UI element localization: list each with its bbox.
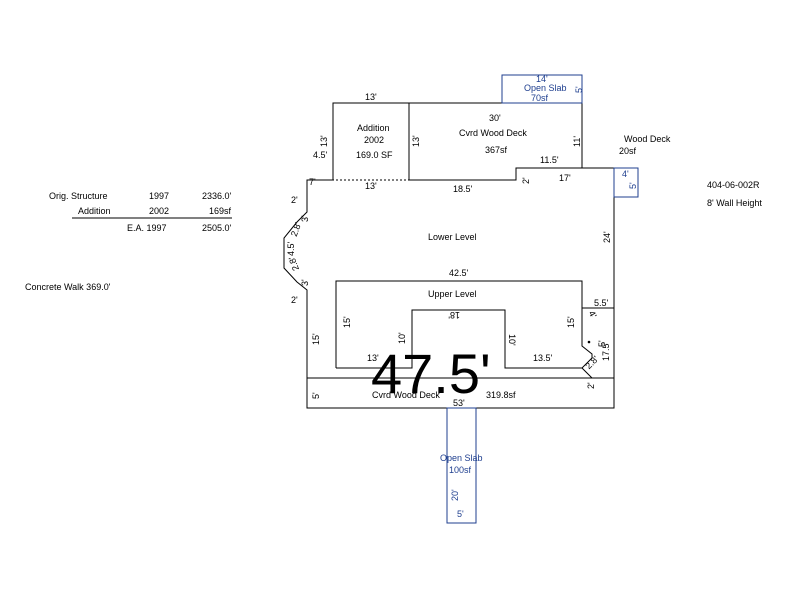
cvrd-deck-right-dim: 11' bbox=[572, 136, 582, 147]
left-dim-3b: 3' bbox=[300, 279, 310, 286]
addition-right-dim: 13' bbox=[411, 135, 421, 147]
right-dim-2: 2' bbox=[586, 382, 596, 389]
right-dim-4: 4' bbox=[587, 309, 599, 320]
left-dim-4-5: 4.5' bbox=[313, 150, 328, 160]
addition-bottom-dim: 13' bbox=[365, 181, 377, 191]
upper-level-notch-right: 10' bbox=[507, 334, 517, 346]
summary-addition-year: 2002 bbox=[149, 206, 169, 216]
open-slab-bottom-label: Open Slab bbox=[440, 453, 483, 463]
lower-level-right-dim: 24' bbox=[602, 231, 612, 243]
addition-outline bbox=[333, 103, 409, 180]
bottom-deck-area: 319.8sf bbox=[486, 390, 516, 400]
left-dim-3a: 3' bbox=[300, 215, 310, 222]
right-inset-marker bbox=[587, 340, 591, 344]
cvrd-deck-top-area: 367sf bbox=[485, 145, 508, 155]
open-slab-top-width: 14' bbox=[536, 74, 548, 84]
summary-orig-year: 1997 bbox=[149, 191, 169, 201]
cvrd-deck-bottom-dim: 18.5' bbox=[453, 184, 473, 194]
cvrd-deck-top-label: Cvrd Wood Deck bbox=[459, 128, 527, 138]
upper-level-label: Upper Level bbox=[428, 289, 477, 299]
addition-top-dim: 13' bbox=[365, 92, 377, 102]
left-dim-5: 5' bbox=[311, 392, 321, 399]
open-slab-bottom-width: 5' bbox=[457, 509, 464, 519]
summary-orig-value: 2336.0' bbox=[202, 191, 232, 201]
lower-level-label: Lower Level bbox=[428, 232, 477, 242]
summary-orig-label: Orig. Structure bbox=[49, 191, 108, 201]
addition-area: 169.0 SF bbox=[356, 150, 393, 160]
left-dim-2-8b: 2.8' bbox=[287, 255, 301, 272]
bottom-deck-label: Cvrd Wood Deck bbox=[372, 390, 440, 400]
summary-ea-value: 2505.0' bbox=[202, 223, 232, 233]
open-slab-top-outline bbox=[502, 75, 582, 103]
upper-level-outline bbox=[336, 281, 592, 368]
right-dim-17-5: 17.5' bbox=[601, 341, 611, 361]
open-slab-bottom-depth: 20' bbox=[450, 489, 460, 501]
wood-deck-width: 4' bbox=[622, 169, 629, 179]
upper-level-notch-top: 18' bbox=[448, 310, 460, 320]
parcel-id: 404-06-002R bbox=[707, 180, 760, 190]
open-slab-top-depth: 5' bbox=[574, 86, 584, 93]
upper-level-right-dim: 15' bbox=[566, 316, 576, 328]
left-dim-2b: 2' bbox=[291, 295, 298, 305]
summary-addition-label: Addition bbox=[78, 206, 111, 216]
summary-addition-value: 169sf bbox=[209, 206, 232, 216]
bottom-deck-width: 53' bbox=[453, 398, 465, 408]
open-slab-bottom-area: 100sf bbox=[449, 465, 472, 475]
cvrd-deck-bottom-right-dim: 11.5' bbox=[540, 155, 559, 165]
lower-level-step-2: 2' bbox=[521, 177, 531, 184]
upper-level-bottom-right: 13.5' bbox=[533, 353, 553, 363]
addition-label: Addition bbox=[357, 123, 390, 133]
upper-level-left-dim: 15' bbox=[342, 316, 352, 328]
cvrd-deck-top-dim: 30' bbox=[489, 113, 501, 123]
right-dim-5-5: 5.5' bbox=[594, 298, 609, 308]
open-slab-top-area: 70sf bbox=[531, 93, 549, 103]
upper-level-top-dim: 42.5' bbox=[449, 268, 469, 278]
addition-year: 2002 bbox=[364, 135, 384, 145]
upper-level-notch-left: 10' bbox=[397, 332, 407, 344]
wood-deck-depth: 5' bbox=[628, 182, 638, 189]
right-dim-2-8: 2.8' bbox=[583, 354, 600, 371]
wall-height: 8' Wall Height bbox=[707, 198, 762, 208]
left-dim-2a: 2' bbox=[291, 195, 298, 205]
right-dim-5: 5' bbox=[597, 340, 607, 347]
left-dim-2-8a: 2.8' bbox=[289, 221, 303, 238]
wood-deck-outline bbox=[614, 168, 638, 197]
right-inset-chamfer bbox=[582, 368, 614, 378]
wood-deck-area: 20sf bbox=[619, 146, 637, 156]
big-dimension-label: 47.5' bbox=[371, 342, 491, 405]
open-slab-bottom-outline bbox=[447, 408, 476, 523]
upper-level-bottom-left: 13' bbox=[367, 353, 379, 363]
left-dim-7: 7' bbox=[309, 177, 316, 187]
addition-left-dim: 13' bbox=[319, 135, 329, 147]
left-dim-15: 15' bbox=[311, 333, 321, 345]
lower-level-step-17: 17' bbox=[559, 173, 571, 183]
main-footprint-outline bbox=[284, 103, 614, 408]
open-slab-top-label: Open Slab bbox=[524, 83, 567, 93]
wood-deck-label: Wood Deck bbox=[624, 134, 671, 144]
left-dim-4-5b: 4.5' bbox=[286, 241, 296, 256]
concrete-walk-label: Concrete Walk 369.0' bbox=[25, 282, 111, 292]
summary-ea-label: E.A. 1997 bbox=[127, 223, 167, 233]
